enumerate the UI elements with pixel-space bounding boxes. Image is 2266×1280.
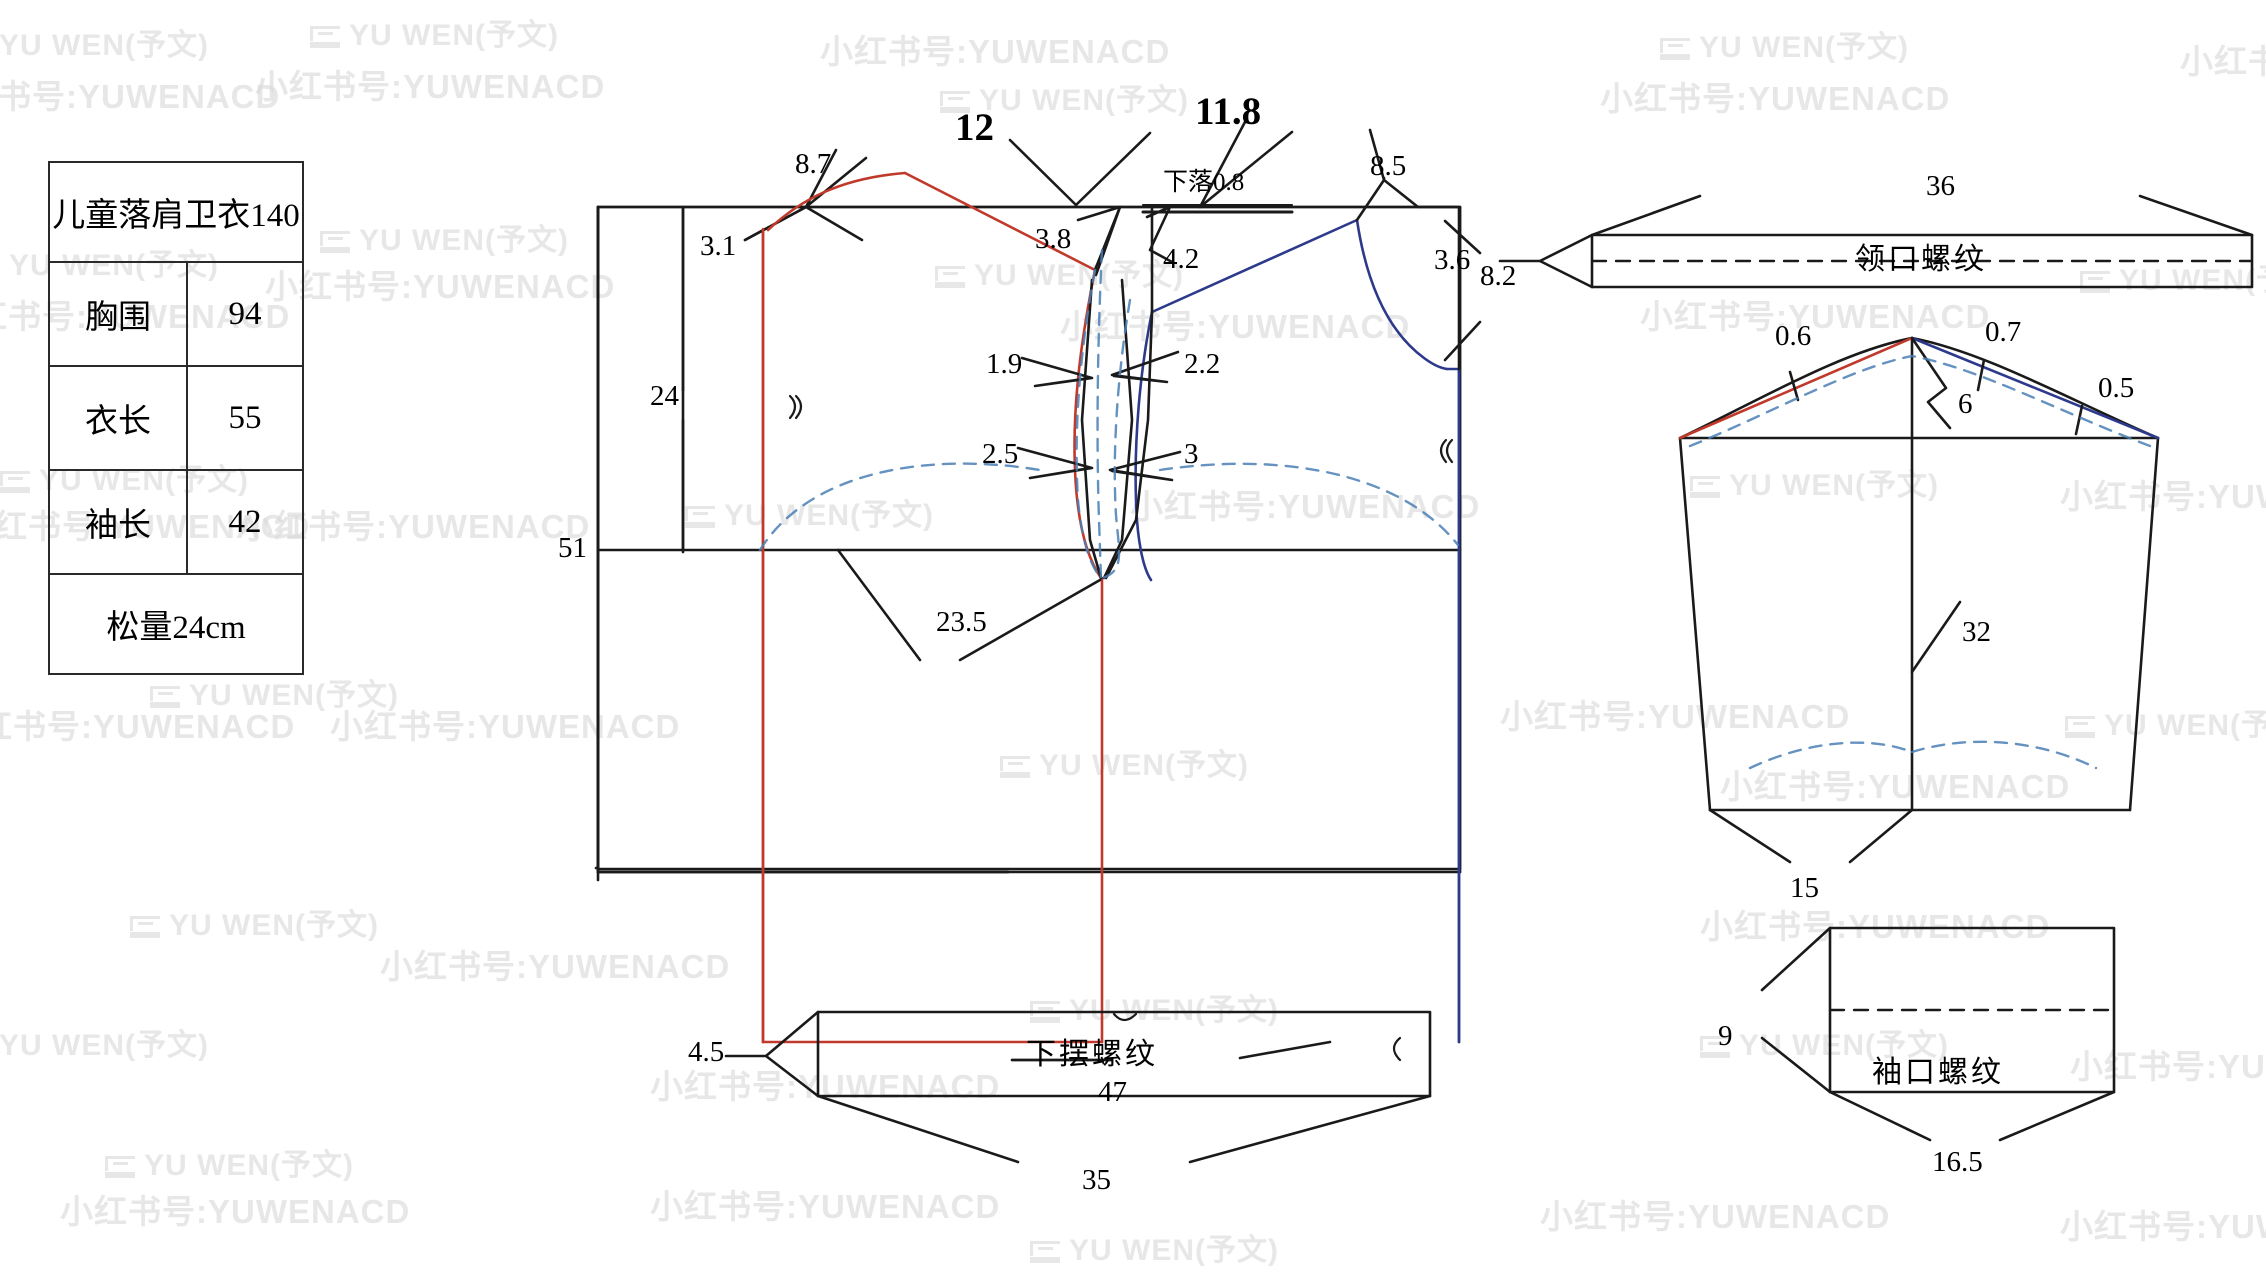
table-row-title: 儿童落肩卫衣140	[48, 161, 304, 263]
dim-label-36: 36	[1926, 170, 1955, 202]
leader-23_5-a	[958, 578, 1102, 662]
table-row: 袖长 42	[47, 469, 304, 575]
dim-label-12: 12	[955, 106, 994, 149]
notch-hem-top	[1112, 1012, 1138, 1022]
dim-label-16_5: 16.5	[1932, 1146, 1983, 1178]
dart-far-right-line	[1104, 310, 1154, 580]
shoulder-end-marker	[1355, 178, 1459, 222]
leader-11_8-a	[1198, 120, 1247, 209]
leader-8_7-a	[804, 156, 868, 209]
spec-value-length: 55	[186, 365, 304, 471]
leader-36-a	[1590, 194, 1702, 237]
dim-label-11_8: 11.8	[1195, 90, 1262, 133]
leader-36-b	[2138, 194, 2254, 237]
dim-label-47: 47	[1098, 1076, 1127, 1108]
collar-rib-piece	[1498, 194, 2254, 289]
dim-label-9: 9	[1718, 1020, 1733, 1052]
dim-label-4_5: 4.5	[688, 1036, 725, 1068]
dim-label-2_5: 2.5	[982, 438, 1019, 470]
bracket-6	[1910, 336, 1952, 430]
spec-label-sleeve: 袖长	[47, 469, 189, 575]
notch-mark-left	[788, 394, 797, 420]
dim-label-1_9: 1.9	[986, 348, 1023, 380]
leader-8_2-a	[1443, 219, 1482, 255]
spec-value-chest: 94	[186, 261, 304, 367]
leader-8_2-b	[1443, 320, 1482, 362]
spec-table: 儿童落肩卫衣140 胸围 94 衣长 55 袖长 42 松量24cm	[47, 161, 304, 675]
dart-left-line	[1080, 278, 1103, 580]
spec-label-chest: 胸围	[47, 261, 189, 367]
dim-label-8_5: 8.5	[1370, 150, 1407, 182]
spec-ease-note: 松量24cm	[48, 573, 304, 675]
leader-32	[1910, 600, 1962, 674]
tick-0_7	[1976, 358, 1986, 392]
dim-label-32: 32	[1962, 616, 1991, 648]
leader-15-b	[1848, 808, 1914, 864]
spec-title: 儿童落肩卫衣140	[48, 161, 304, 263]
dim-label-8_7: 8.7	[795, 148, 832, 180]
leader-12-a	[1008, 138, 1078, 207]
dim-label-4_2: 4.2	[1163, 243, 1200, 275]
table-row: 衣长 55	[47, 365, 304, 471]
leader-16_5-a	[1828, 1090, 1932, 1142]
hem-rib-piece	[724, 1010, 1432, 1164]
arrow-1_9	[1020, 356, 1094, 388]
dim-label-51: 51	[558, 532, 587, 564]
dim-label-3_1: 3.1	[700, 230, 737, 262]
dim-label-0_7: 0.7	[1985, 316, 2022, 348]
dim-label-2_2: 2.2	[1184, 348, 1221, 380]
leader-35-a	[816, 1094, 1020, 1164]
leader-35-b	[1188, 1094, 1432, 1164]
dim-label-0_5: 0.5	[2098, 372, 2135, 404]
cuff-rib-piece	[1760, 926, 2116, 1142]
hem-rib-label: 下摆螺纹	[1026, 1038, 1158, 1071]
cuff-rib-label: 袖口螺纹	[1872, 1056, 2004, 1089]
leader-16_5-b	[1998, 1090, 2116, 1142]
leader-12-b	[1074, 131, 1152, 207]
tick-0_6	[1788, 370, 1800, 402]
leader-47-b	[1238, 1040, 1332, 1060]
dim-label-drop-0_8: 下落0.8	[1163, 169, 1245, 196]
dim-label-3_8: 3.8	[1035, 223, 1072, 255]
arrow-3	[1108, 450, 1182, 482]
dim-label-24: 24	[650, 380, 679, 412]
dart-right-line	[1102, 278, 1134, 580]
leader-8_5	[1368, 128, 1386, 182]
leader-23_5-b	[836, 548, 922, 662]
body-block-frame	[596, 205, 1462, 871]
arrow-2_2	[1110, 350, 1180, 384]
dim-label-15: 15	[1790, 872, 1819, 904]
dim-label-23_5: 23.5	[936, 606, 987, 638]
tick-0_5	[2074, 404, 2084, 436]
leader-11_8-b	[1198, 130, 1294, 209]
notch-hem-right	[1392, 1036, 1402, 1062]
spec-value-sleeve: 42	[186, 469, 304, 575]
spec-label-length: 衣长	[47, 365, 189, 471]
leader-15-a	[1708, 808, 1792, 864]
dim-label-3_6: 3.6	[1434, 244, 1471, 276]
dim-label-35: 35	[1082, 1164, 1111, 1196]
sleeve-piece	[1678, 336, 2160, 864]
dim-label-6: 6	[1958, 388, 1973, 420]
dim-label-0_6: 0.6	[1775, 320, 1812, 352]
table-row-note: 松量24cm	[48, 573, 304, 675]
arrow-2_5	[1016, 446, 1094, 480]
dim-label-8_2: 8.2	[1480, 260, 1517, 292]
collar-rib-label: 领口螺纹	[1855, 243, 1987, 276]
dim-label-3: 3	[1184, 438, 1199, 470]
notch-mark-right	[1445, 438, 1454, 464]
table-row: 胸围 94	[47, 261, 304, 367]
